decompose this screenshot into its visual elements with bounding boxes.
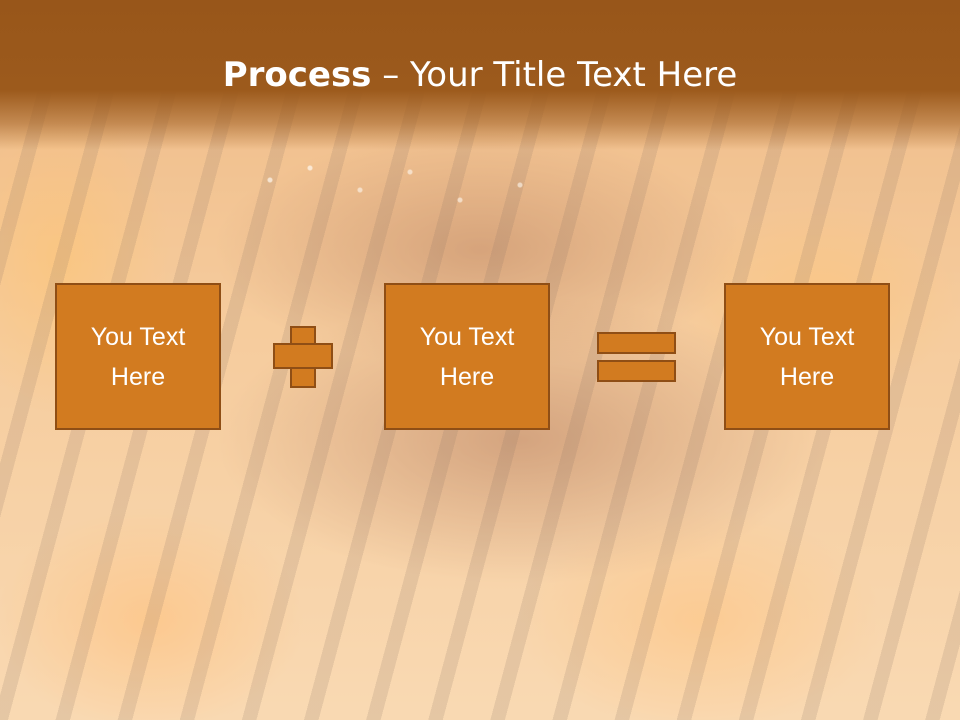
equals-icon-bottom-bar — [597, 360, 676, 382]
slide-title-bold: Process — [222, 55, 372, 95]
equals-icon-top-bar — [597, 332, 676, 354]
process-box-2[interactable]: You Text Here — [384, 283, 550, 430]
slide-title[interactable]: Process – Your Title Text Here — [0, 52, 960, 98]
glaze-highlights — [250, 150, 570, 230]
title-band — [0, 0, 960, 150]
process-box-1[interactable]: You Text Here — [55, 283, 221, 430]
plus-icon-center — [292, 345, 314, 367]
process-box-3[interactable]: You Text Here — [724, 283, 890, 430]
slide-title-rest: – Your Title Text Here — [371, 55, 738, 95]
